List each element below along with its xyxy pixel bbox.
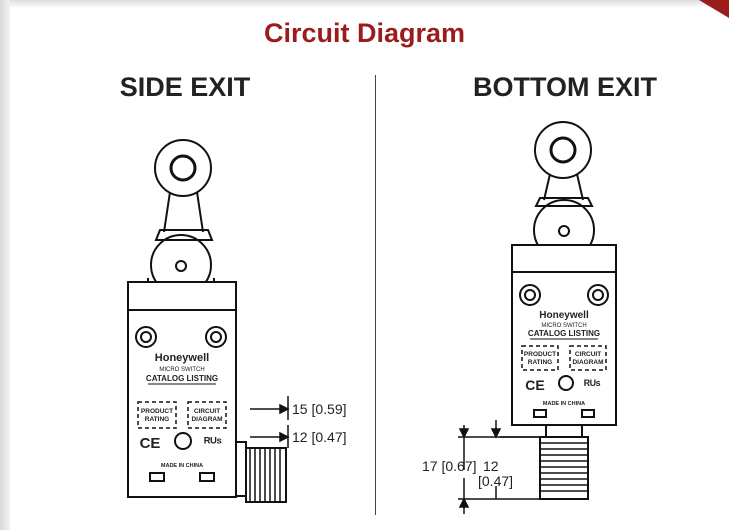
bottom-roller-hub bbox=[549, 136, 577, 164]
bottom-dim-17: 17 [0.67] bbox=[422, 458, 477, 474]
side-dimensions bbox=[250, 396, 290, 448]
side-mount-hole-right-inner bbox=[210, 331, 222, 343]
side-product-text-2: RATING bbox=[145, 416, 169, 423]
side-exit-switch bbox=[127, 139, 287, 503]
bottom-line2-text: CATALOG LISTING bbox=[528, 329, 600, 338]
bottom-connector-body bbox=[539, 436, 589, 500]
bottom-product-text-1: PRODUCT bbox=[524, 351, 556, 358]
side-lever-arm bbox=[163, 191, 204, 233]
bottom-product-rating-box bbox=[521, 345, 559, 371]
side-slot-right bbox=[199, 472, 215, 482]
side-circuit-text-2: DIAGRAM bbox=[191, 416, 222, 423]
side-mount-hole-left-inner bbox=[140, 331, 152, 343]
side-line1-text: MICRO SWITCH bbox=[159, 367, 204, 373]
side-roller-wheel bbox=[154, 139, 212, 197]
bottom-actuator-pin bbox=[558, 225, 570, 237]
side-actuator-pin bbox=[175, 260, 187, 272]
bottom-dim-12: 12 bbox=[483, 458, 499, 474]
side-circuit-diagram-box bbox=[187, 401, 227, 429]
side-dim-12: 12 [0.47] bbox=[292, 429, 347, 445]
bottom-slot-right bbox=[581, 409, 595, 418]
bottom-dim-047: [0.47] bbox=[478, 473, 513, 489]
bottom-made-in-text: MADE IN CHINA bbox=[543, 401, 585, 407]
bottom-product-text-2: RATING bbox=[528, 359, 552, 366]
bottom-lever-arm bbox=[543, 173, 584, 201]
bottom-cert-mark bbox=[558, 375, 574, 391]
corner-accent bbox=[699, 0, 729, 18]
bottom-mount-hole-left bbox=[519, 284, 541, 306]
page-title: Circuit Diagram bbox=[263, 18, 466, 48]
frame-left bbox=[0, 0, 10, 530]
bottom-connector-thread bbox=[540, 442, 588, 492]
side-exit-heading: SIDE EXIT bbox=[119, 72, 251, 102]
side-mount-hole-right bbox=[205, 326, 227, 348]
side-ce-mark: CE bbox=[140, 435, 161, 452]
bottom-circuit-diagram-box bbox=[569, 345, 607, 371]
bottom-brand-text: Honeywell bbox=[539, 310, 589, 321]
side-switch-body bbox=[127, 281, 237, 498]
side-mount-hole-left bbox=[135, 326, 157, 348]
bottom-switch-body bbox=[511, 244, 617, 426]
bottom-mount-hole-left-inner bbox=[524, 289, 536, 301]
side-brand-text: Honeywell bbox=[155, 352, 209, 364]
frame-top bbox=[0, 0, 729, 8]
side-line2-text: CATALOG LISTING bbox=[146, 374, 218, 383]
bottom-connector-base bbox=[545, 424, 583, 438]
bottom-roller-wheel bbox=[534, 121, 592, 179]
side-dim-15: 15 [0.59] bbox=[292, 401, 347, 417]
side-connector-base bbox=[235, 441, 247, 497]
side-cert-mark bbox=[174, 432, 192, 450]
bottom-mount-hole-right bbox=[587, 284, 609, 306]
side-circuit-text-1: CIRCUIT bbox=[194, 408, 220, 415]
side-lever-bracket bbox=[154, 229, 214, 241]
side-slot-left bbox=[149, 472, 165, 482]
bottom-dimensions bbox=[458, 420, 540, 514]
bottom-exit-heading: BOTTOM EXIT bbox=[472, 72, 657, 102]
bottom-slot-left bbox=[533, 409, 547, 418]
bottom-mount-hole-right-inner bbox=[592, 289, 604, 301]
side-product-rating-box bbox=[137, 401, 177, 429]
side-made-in-text: MADE IN CHINA bbox=[161, 463, 203, 469]
bottom-exit-switch bbox=[511, 121, 617, 500]
side-product-text-1: PRODUCT bbox=[141, 408, 173, 415]
panel-divider bbox=[375, 75, 376, 515]
bottom-circuit-text-2: DIAGRAM bbox=[572, 359, 603, 366]
bottom-circuit-text-1: CIRCUIT bbox=[575, 351, 601, 358]
side-ul-mark: ᴿᵁˢ bbox=[204, 434, 222, 450]
bottom-lever-bracket bbox=[534, 197, 594, 207]
side-connector-thread bbox=[249, 448, 281, 502]
side-roller-hub bbox=[169, 154, 197, 182]
bottom-line1-text: MICRO SWITCH bbox=[541, 323, 586, 329]
bottom-ul-mark: ᴿᵁˢ bbox=[584, 377, 601, 392]
bottom-ce-mark: CE bbox=[525, 377, 544, 393]
